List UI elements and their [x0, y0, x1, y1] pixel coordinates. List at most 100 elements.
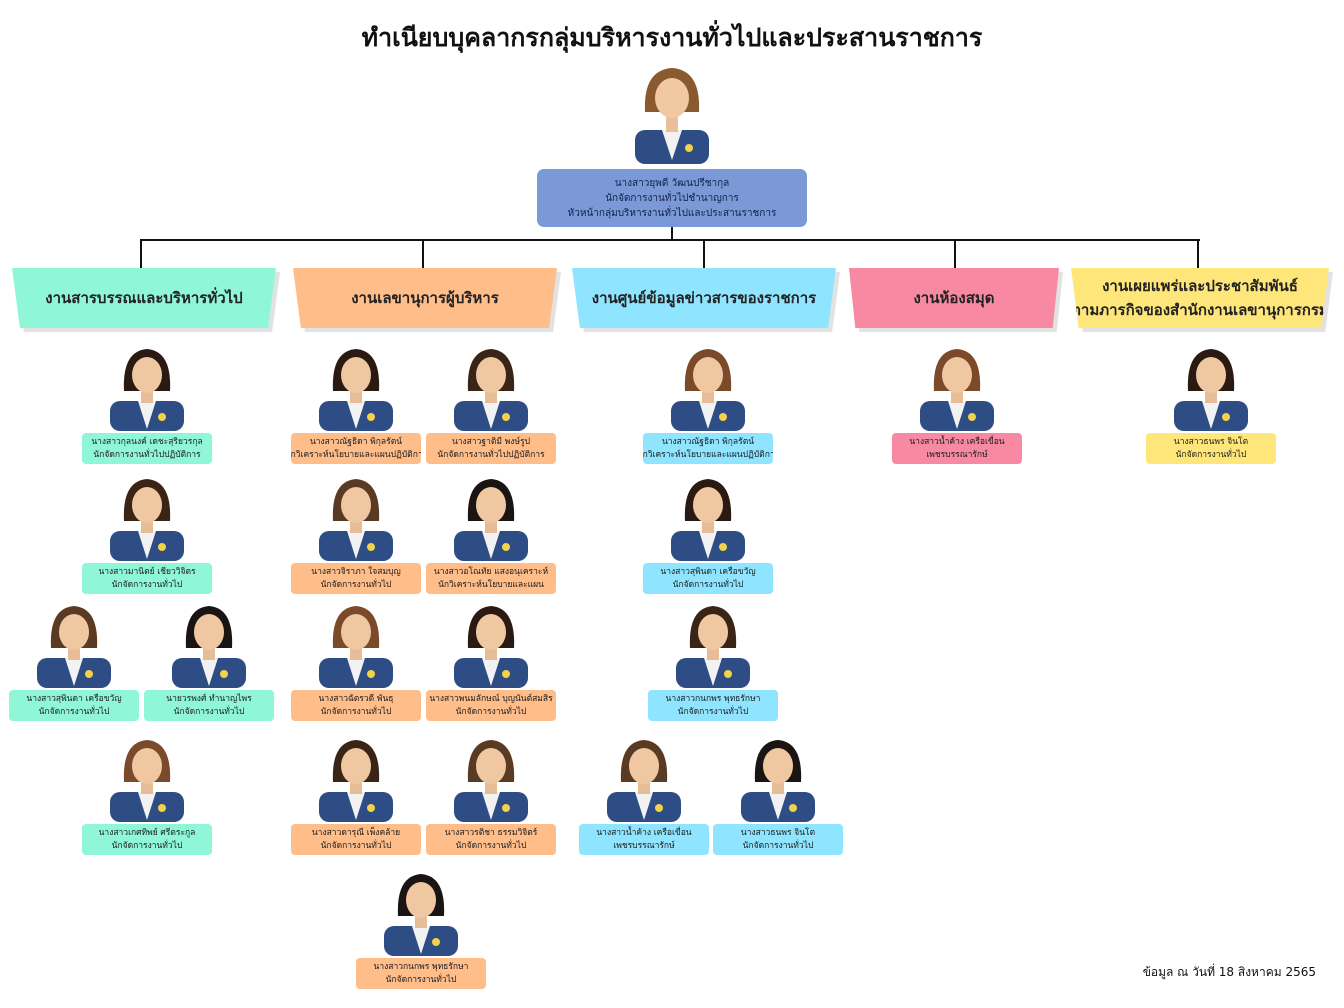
connector-dept-1 — [140, 239, 142, 268]
staff-photo — [102, 732, 192, 822]
staff-photo — [599, 732, 689, 822]
staff-card: นางสาวกนกพร พุทธรักษานักจัดการงานทั่วไป — [356, 958, 486, 989]
staff-position: นักจัดการงานทั่วไป — [672, 579, 744, 590]
staff-position: นักจัดการงานทั่วไป — [677, 706, 749, 717]
staff-name: นางสาวน้ำค้าง เครือเขื่อน — [596, 827, 692, 838]
person-portrait-icon — [454, 479, 528, 561]
staff-name: นางสาวอโณทัย แสงอนุเคราะห์ — [433, 566, 549, 577]
head-name: นางสาวยุพดี วัฒนปรีชากุล — [614, 177, 730, 189]
person-portrait-icon — [110, 740, 184, 822]
staff-position: นักจัดการงานทั่วไป — [111, 840, 183, 851]
staff-photo — [446, 471, 536, 561]
person-portrait-icon — [454, 349, 528, 431]
staff-name: นางสาวพนมลักษณ์ บุญนันต์สมสิร — [429, 693, 553, 704]
staff-position: นักวิเคราะห์นโยบายและแผนปฏิบัติการ — [643, 449, 773, 460]
staff-position: นักจัดการงานทั่วไป — [1175, 449, 1247, 460]
staff-name: นางสาวธนพร จินโต — [740, 827, 816, 838]
staff-position: นักจัดการงานทั่วไป — [385, 974, 457, 985]
staff-position: เพชรบรรณารักษ์ — [926, 449, 988, 460]
staff-name: นางสาวรติชา ธรรมวิจิตร์ — [444, 827, 538, 838]
staff-position: นักจัดการงานทั่วไป — [320, 840, 392, 851]
staff-card: นางสาวจิราภา ใจสมบุญนักจัดการงานทั่วไป — [291, 563, 421, 594]
staff-position: นักจัดการงานทั่วไป — [320, 706, 392, 717]
staff-card: นางสาวพนมลักษณ์ บุญนันต์สมสิรนักจัดการงา… — [426, 690, 556, 721]
staff-photo — [311, 341, 401, 431]
staff-photo — [663, 341, 753, 431]
staff-card: นางสาวกนกพร พุทธรักษานักจัดการงานทั่วไป — [648, 690, 778, 721]
staff-photo — [311, 471, 401, 561]
staff-photo — [311, 732, 401, 822]
staff-card: นางสาวฐาติมี พงษ์รูปนักจัดการงานทั่วไปปฏ… — [426, 433, 556, 464]
staff-name: นางสาวกุลนงค์ เดชะสุริยวรกุล — [91, 436, 203, 447]
dept-banner-secretary: งานเลขานุการผู้บริหาร — [293, 268, 557, 328]
staff-position: นักจัดการงานทั่วไป — [173, 706, 245, 717]
staff-card: นางสาวอโณทัย แสงอนุเคราะห์นักวิเคราะห์นโ… — [426, 563, 556, 594]
person-portrait-icon — [37, 606, 111, 688]
person-portrait-icon — [607, 740, 681, 822]
person-portrait-icon — [454, 740, 528, 822]
head-position: นักจัดการงานทั่วไปชำนาญการ — [605, 192, 739, 204]
staff-name: นางสาวฐาติมี พงษ์รูป — [451, 436, 531, 447]
staff-photo — [102, 471, 192, 561]
dept-label: งานเผยแพร่และประชาสัมพันธ์ — [1102, 277, 1298, 295]
head-box: นางสาวยุพดี วัฒนปรีชากุล นักจัดการงานทั่… — [537, 169, 807, 227]
staff-card: นางสาวณัฐธิดา พิกุลรัตน์นักวิเคราะห์นโยบ… — [643, 433, 773, 464]
person-portrait-icon — [172, 606, 246, 688]
staff-position: นักจัดการงานทั่วไป — [455, 706, 527, 717]
staff-name: นางสาวธนพร จินโต — [1173, 436, 1249, 447]
connector-dept-4 — [954, 239, 956, 268]
staff-position: นักวิเคราะห์นโยบายและแผนปฏิบัติการ — [291, 449, 421, 460]
staff-position: เพชรบรรณารักษ์ — [613, 840, 675, 851]
staff-name: นางสาวกนกพร พุทธรักษา — [665, 693, 761, 704]
staff-name: นางสาวกนกพร พุทธรักษา — [373, 961, 469, 972]
staff-photo — [164, 598, 254, 688]
staff-name: นางสาวน้ำค้าง เครือเขื่อน — [909, 436, 1005, 447]
person-portrait-icon — [319, 349, 393, 431]
person-portrait-icon — [1174, 349, 1248, 431]
staff-card: นางสาวดารุณี เพ็งคล้ายนักจัดการงานทั่วไป — [291, 824, 421, 855]
staff-photo — [1166, 341, 1256, 431]
staff-position: นักจัดการงานทั่วไปปฏิบัติการ — [93, 449, 201, 460]
person-portrait-icon — [635, 68, 709, 164]
staff-card: นางสาวณัฐธิดา พิกุลรัตน์นักวิเคราะห์นโยบ… — [291, 433, 421, 464]
staff-card: นางสาวกุลนงค์ เดชะสุริยวรกุลนักจัดการงาน… — [82, 433, 212, 464]
staff-card: นางสาวธนพร จินโตนักจัดการงานทั่วไป — [713, 824, 843, 855]
staff-photo — [446, 341, 536, 431]
staff-card: นางสาวมานิตย์ เชียววิจิตรนักจัดการงานทั่… — [82, 563, 212, 594]
staff-photo — [912, 341, 1002, 431]
staff-name: นางสาวดารุณี เพ็งคล้าย — [311, 827, 401, 838]
staff-card: นางสาวน้ำค้าง เครือเขื่อนเพชรบรรณารักษ์ — [579, 824, 709, 855]
staff-position: นักจัดการงานทั่วไป — [320, 579, 392, 590]
dept-banner-public-relations: งานเผยแพร่และประชาสัมพันธ์ ตามภารกิจของส… — [1071, 268, 1329, 328]
staff-photo — [668, 598, 758, 688]
staff-card: นางสาวเกศทิพย์ ศรีตระกูลนักจัดการงานทั่ว… — [82, 824, 212, 855]
staff-card: นางสาวฉัตรวดี พันธุนักจัดการงานทั่วไป — [291, 690, 421, 721]
staff-name: นางสาวจิราภา ใจสมบุญ — [311, 566, 401, 577]
staff-position: นักจัดการงานทั่วไป — [111, 579, 183, 590]
dept-label: งานห้องสมุด — [913, 289, 995, 307]
staff-name: นางสาวสุพินดา เครือขวัญ — [26, 693, 122, 704]
footer-date: ข้อมูล ณ วันที่ 18 สิงหาคม 2565 — [1142, 965, 1316, 979]
head-photo — [627, 60, 717, 164]
person-portrait-icon — [319, 740, 393, 822]
person-portrait-icon — [920, 349, 994, 431]
person-portrait-icon — [741, 740, 815, 822]
staff-position: นักจัดการงานทั่วไป — [455, 840, 527, 851]
dept-banner-info-center: งานศูนย์ข้อมูลข่าวสารของราชการ — [572, 268, 836, 328]
staff-photo — [376, 866, 466, 956]
staff-card: นางสาวธนพร จินโตนักจัดการงานทั่วไป — [1146, 433, 1276, 464]
dept-label: งานเลขานุการผู้บริหาร — [351, 289, 499, 307]
staff-name: นางสาวณัฐธิดา พิกุลรัตน์ — [661, 436, 755, 447]
staff-photo — [733, 732, 823, 822]
connector-dept-5 — [1197, 239, 1199, 268]
staff-position: นักวิเคราะห์นโยบายและแผน — [438, 579, 544, 590]
staff-name: นางสาวมานิตย์ เชียววิจิตร — [98, 566, 196, 577]
person-portrait-icon — [671, 349, 745, 431]
staff-photo — [446, 732, 536, 822]
staff-photo — [29, 598, 119, 688]
person-portrait-icon — [671, 479, 745, 561]
connector-bar — [140, 239, 1200, 241]
person-portrait-icon — [384, 874, 458, 956]
staff-position: นักจัดการงานทั่วไปปฏิบัติการ — [437, 449, 545, 460]
connector-dept-3 — [703, 239, 705, 268]
